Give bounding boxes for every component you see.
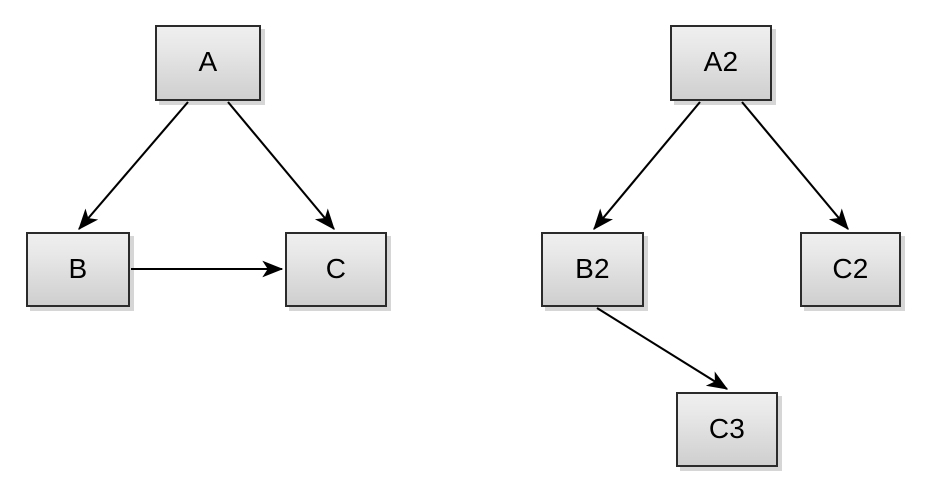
node-label-b: B xyxy=(68,252,88,284)
node-c2[interactable]: C2 xyxy=(800,232,901,307)
node-c3[interactable]: C3 xyxy=(676,392,778,467)
node-b[interactable]: B xyxy=(26,232,130,307)
node-label-c3: C3 xyxy=(708,412,746,444)
edge-b2-to-c3[interactable] xyxy=(596,307,729,390)
node-a[interactable]: A xyxy=(155,25,261,101)
node-label-b2: B2 xyxy=(575,252,610,284)
node-label-a: A xyxy=(198,46,218,77)
node-a2[interactable]: A2 xyxy=(670,25,772,101)
node-c[interactable]: C xyxy=(285,232,387,307)
edges-group xyxy=(78,101,849,390)
edge-a2-to-b2[interactable] xyxy=(593,101,701,230)
node-label-c2: C2 xyxy=(832,252,869,284)
node-label-a2: A2 xyxy=(703,46,739,77)
edge-a2-to-c2[interactable] xyxy=(741,101,849,230)
edge-a-to-b[interactable] xyxy=(78,101,189,230)
node-b2[interactable]: B2 xyxy=(541,232,644,307)
edge-a-to-c[interactable] xyxy=(227,101,335,230)
node-label-c: C xyxy=(325,252,347,284)
